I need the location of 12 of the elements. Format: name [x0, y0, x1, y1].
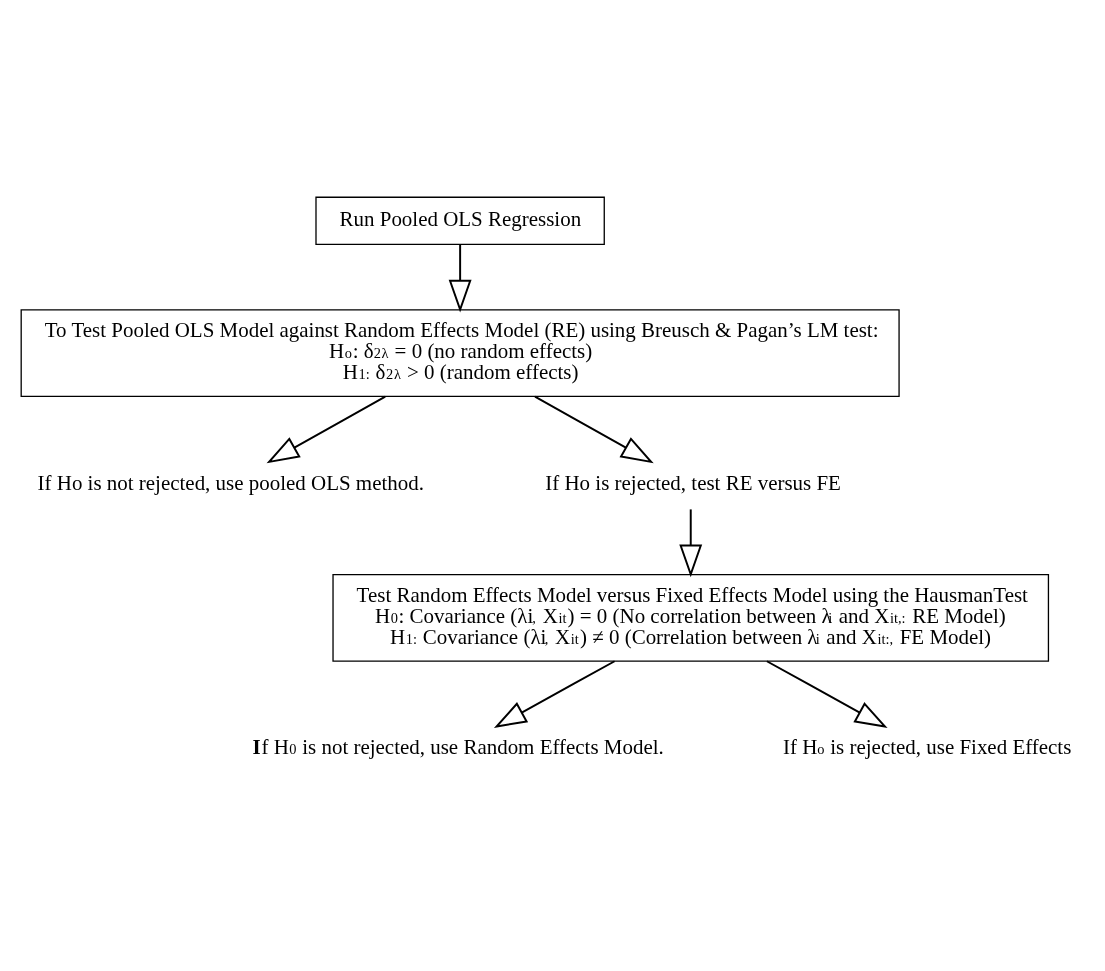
arrow [534, 395, 654, 464]
node-text: If H0 is not rejected, use Random Effects Model. [252, 734, 664, 759]
arrow [679, 508, 703, 578]
node-text: If Ho is rejected, use Fixed Effects [783, 734, 1072, 759]
arrow [765, 660, 888, 729]
arrow [493, 660, 616, 729]
arrow [448, 243, 472, 313]
arrow [266, 395, 387, 464]
node-text: If Ho is rejected, test RE versus FE [545, 471, 841, 496]
node-box: To Test Pooled OLS Model against Random Effects Model (RE) using Breusch & Pagan’s LM test: Ho: δ2λ = 0 (no random effects) H1: δ2λ > 0 (random effects) [20, 309, 900, 398]
node-text: If Ho is not rejected, use pooled OLS method. [37, 471, 424, 496]
node-box: Run Pooled OLS Regression [315, 196, 605, 246]
